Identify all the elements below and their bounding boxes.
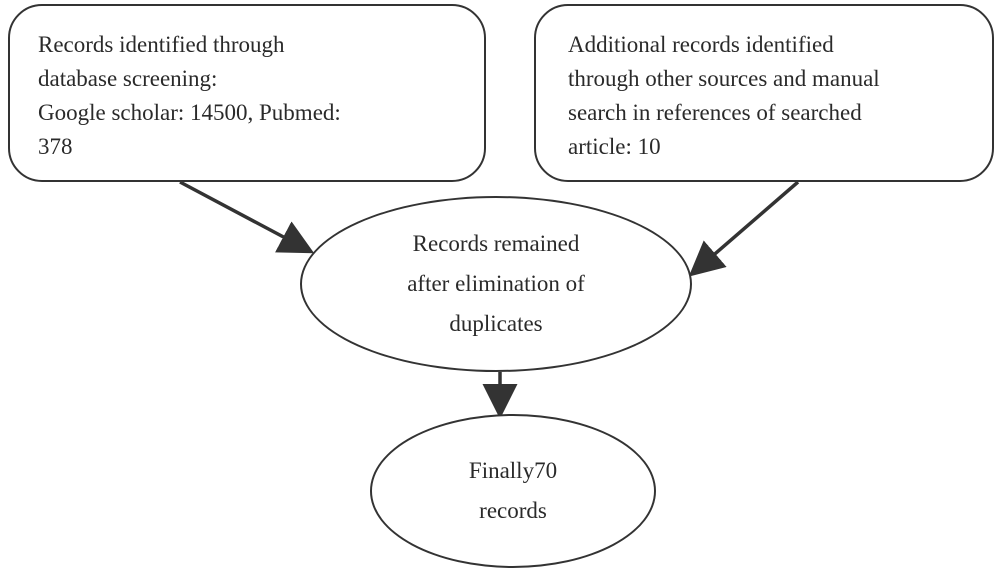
arrow-database-to-duplicates	[179, 180, 315, 254]
additional-records-box	[534, 4, 994, 182]
final-records-oval	[370, 414, 656, 568]
after-duplicates-line: Records remained	[412, 231, 580, 256]
final-records-text: Finally70 records	[370, 414, 656, 568]
after-duplicates-line: after elimination of	[407, 271, 585, 296]
arrow-additional-to-duplicates	[688, 180, 800, 277]
additional-records-text: Additional records identified through ot…	[568, 28, 960, 164]
database-records-line: Google scholar: 14500, Pubmed:	[38, 100, 341, 125]
additional-records-line: article: 10	[568, 134, 661, 159]
after-duplicates-line: duplicates	[449, 311, 543, 336]
database-records-text: Records identified through database scre…	[38, 28, 458, 164]
database-records-box	[8, 4, 486, 182]
after-duplicates-oval	[300, 196, 692, 372]
additional-records-line: search in references of searched	[568, 100, 862, 125]
final-records-line: records	[479, 498, 547, 523]
additional-records-line: through other sources and manual	[568, 66, 880, 91]
final-records-line: Finally70	[468, 458, 558, 483]
database-records-line: 378	[38, 134, 73, 159]
database-records-line: database screening:	[38, 66, 218, 91]
database-records-line: Records identified through	[38, 32, 285, 57]
after-duplicates-text: Records remained after elimination of du…	[300, 196, 692, 372]
additional-records-line: Additional records identified	[568, 32, 834, 57]
